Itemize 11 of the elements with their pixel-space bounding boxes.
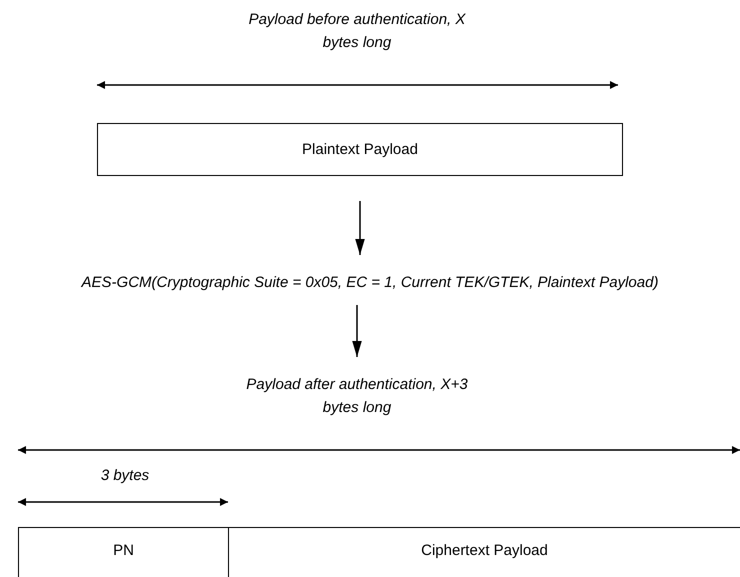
box-label: Plaintext Payload [302,141,418,158]
process-box [97,123,623,176]
box-label: PN [113,542,134,559]
dimension-label: 3 bytes [100,467,150,484]
field-box [18,527,229,577]
arrow [355,201,365,255]
box-label: Ciphertext Payload [421,542,548,559]
function-text: AES-GCM(Cryptographic Suite = 0x05, EC = 1, Current TEK/GTEK, Plaintext Payload) [8,270,732,294]
arrow [352,305,362,357]
dimension-label: Payload after authentication, X+3 bytes long [246,376,468,416]
dimension-label: Payload before authentication, X bytes long [248,11,466,51]
